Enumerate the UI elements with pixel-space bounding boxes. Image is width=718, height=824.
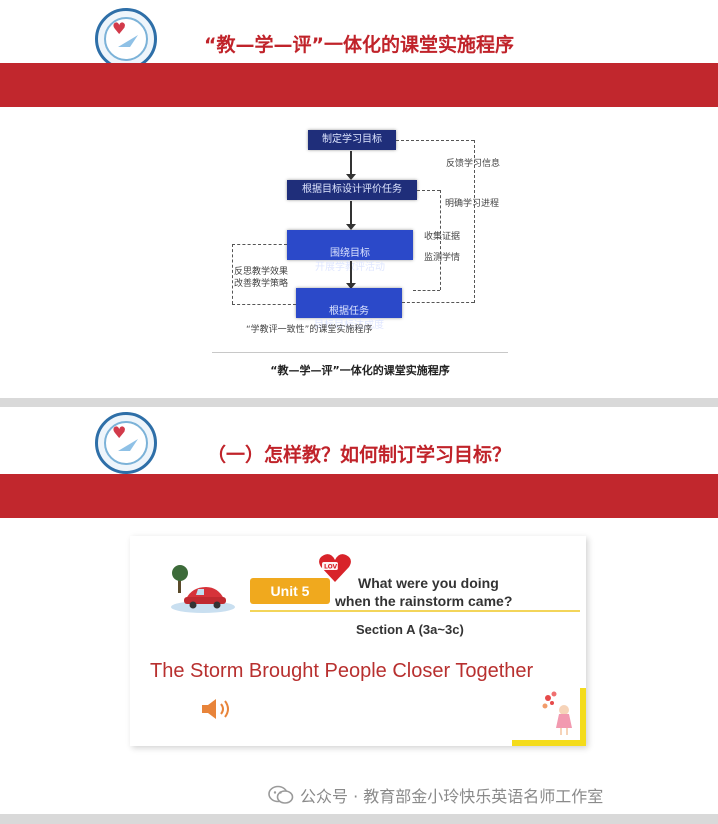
- dash-inner-top: [417, 190, 440, 191]
- dash-left-top: [232, 244, 287, 245]
- logo-inner-ring: [104, 421, 148, 465]
- slide-separator-1: [0, 398, 718, 407]
- slide2-title: （一）怎样教？如何制订学习目标？: [206, 444, 511, 466]
- dash-bottom-right: [402, 302, 474, 303]
- card-yellow-bottom: [512, 740, 586, 746]
- flow-box-2: 根据目标设计评价任务: [287, 180, 417, 200]
- slide-separator-2: [0, 814, 718, 824]
- school-logo: ♥: [95, 8, 157, 70]
- figure-note: “学教评一致性”的课堂实施程序: [246, 325, 373, 335]
- watermark-text: 公众号 · 教育部金小玲快乐英语名师工作室: [300, 787, 604, 806]
- love-heart-icon: LOVE: [319, 554, 351, 582]
- dash-inner-bottom: [413, 290, 440, 291]
- slide1-red-band: [0, 63, 718, 107]
- heart-icon: ♥: [112, 423, 127, 442]
- dash-right-outer: [474, 140, 475, 303]
- question-line-2: when the rainstorm came?: [335, 593, 513, 609]
- label-feedback-info: 反馈学习信息: [446, 159, 501, 169]
- storm-car-illustration: [171, 565, 235, 613]
- figure-divider: [212, 352, 508, 353]
- flow-arrow-2: [346, 201, 356, 230]
- flow-box-4-text: 根据任务 目标目标达成度: [314, 306, 384, 331]
- speaker-icon[interactable]: [200, 697, 234, 721]
- flow-box-1: 制定学习目标: [308, 130, 396, 150]
- flow-box-2-text: 根据目标设计评价任务: [302, 184, 402, 195]
- figure-caption: “教—学—评”一体化的课堂实施程序: [270, 364, 450, 377]
- unit-badge: Unit 5: [250, 578, 330, 604]
- girl-with-hearts-illustration: [542, 691, 572, 735]
- label-reflect: 反思教学效果: [234, 267, 289, 277]
- flow-box-3: 围绕目标 开展学教评活动: [287, 230, 413, 273]
- story-title: The Storm Brought People Closer Together: [150, 660, 534, 682]
- love-text: LOVE: [324, 564, 341, 571]
- question-line-1: What were you doing: [358, 575, 499, 591]
- heart-icon: ♥: [112, 19, 127, 38]
- dash-right-inner: [440, 190, 441, 290]
- section-label: Section A (3a~3c): [356, 622, 464, 637]
- slide1-title: “教—学—评”一体化的课堂实施程序: [204, 34, 514, 56]
- label-improve: 改善教学策略: [234, 279, 289, 289]
- label-monitor: 监测学情: [424, 253, 461, 263]
- wechat-icon: [268, 785, 294, 804]
- label-clarify-progress: 明确学习进程: [445, 199, 500, 209]
- dash-left-bottom: [232, 304, 296, 305]
- flow-arrow-3: [346, 261, 356, 289]
- flow-arrow-1: [346, 151, 356, 180]
- unit-underline: [250, 610, 580, 612]
- school-logo-2: ♥: [95, 412, 157, 474]
- flow-box-4: 根据任务 目标目标达成度: [296, 288, 402, 331]
- dash-top: [396, 140, 474, 141]
- label-collect-evidence: 收集证据: [424, 232, 461, 242]
- slide2-red-band: [0, 474, 718, 518]
- wechat-watermark: 公众号 · 教育部金小玲快乐英语名师工作室: [268, 784, 603, 806]
- card-yellow-edge: [580, 688, 586, 746]
- logo-inner-ring: [104, 17, 148, 61]
- flow-box-1-text: 制定学习目标: [322, 134, 382, 145]
- dash-left: [232, 244, 233, 304]
